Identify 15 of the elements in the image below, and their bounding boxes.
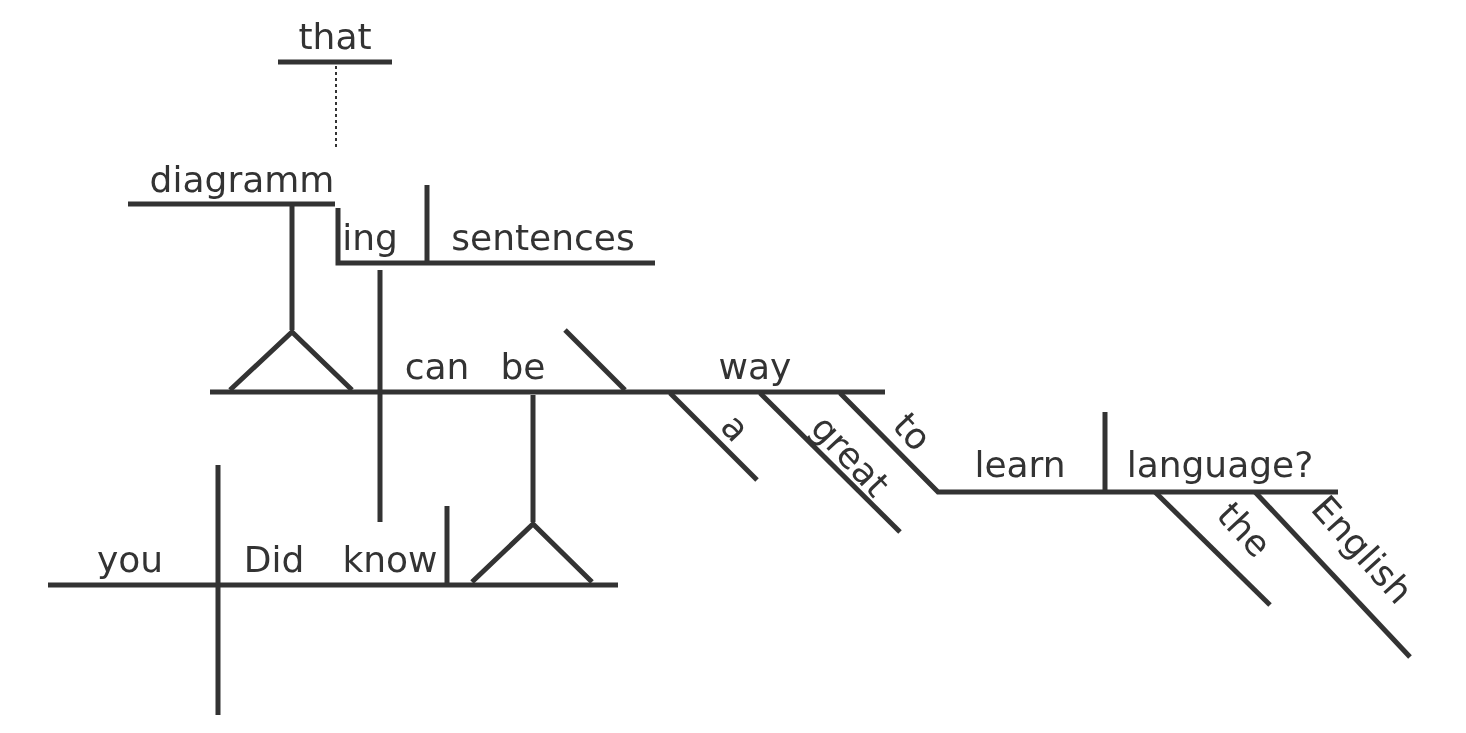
word-label: way — [718, 349, 792, 385]
word-label: you — [96, 542, 164, 578]
word-label: be — [500, 349, 546, 385]
word-label: ing — [342, 220, 398, 256]
word-label: sentences — [451, 220, 635, 256]
word-label: diagramm — [149, 162, 335, 198]
word-label: a — [714, 407, 756, 449]
word-label: the — [1210, 496, 1278, 564]
word-label: Did — [243, 542, 305, 578]
word-label: learn — [974, 447, 1066, 483]
word-label: can — [404, 349, 470, 385]
word-label: that — [298, 19, 372, 55]
word-label: language? — [1126, 447, 1314, 483]
word-label: know — [342, 542, 438, 578]
word-label: to — [886, 406, 938, 458]
